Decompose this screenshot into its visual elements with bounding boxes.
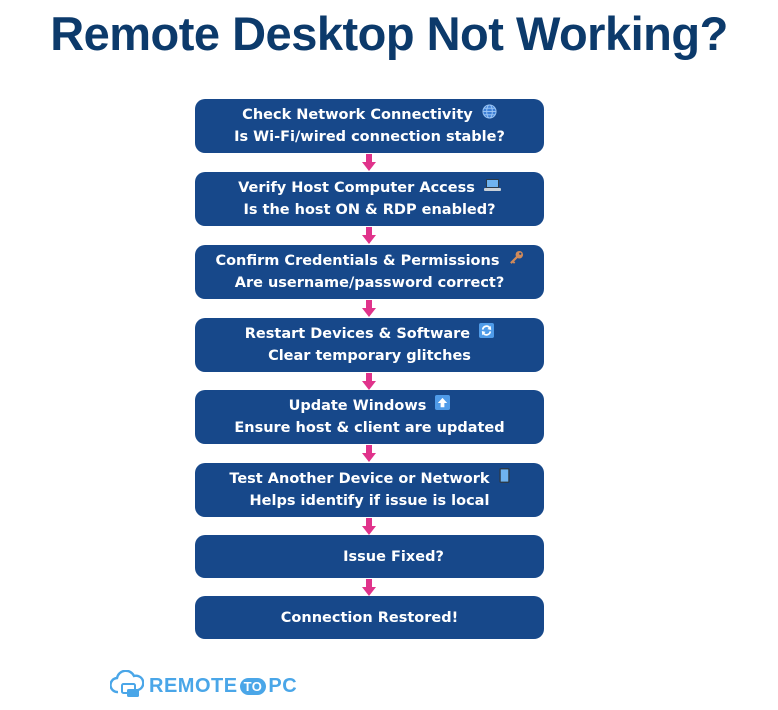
- flow-step-issue-fixed: Issue Fixed?: [195, 535, 544, 578]
- cloud-monitor-icon: [109, 669, 145, 702]
- step-title: Check Network Connectivity: [242, 107, 473, 123]
- step-title: Verify Host Computer Access: [238, 180, 475, 196]
- key-icon: [509, 250, 524, 272]
- arrow-down-icon: [362, 373, 376, 390]
- step-description: Are username/password correct?: [234, 275, 505, 291]
- step-description: Helps identify if issue is local: [249, 493, 490, 509]
- globe-icon: [482, 104, 497, 126]
- step-title: Restart Devices & Software: [244, 326, 471, 342]
- logo-text-to: TO: [239, 677, 267, 695]
- up-arrow-icon: [435, 395, 451, 417]
- step-title: Confirm Credentials & Permissions: [215, 253, 500, 269]
- step-description: Is Wi-Fi/wired connection stable?: [234, 129, 505, 145]
- remotetopc-logo: REMOTE TO PC: [109, 669, 298, 702]
- step-description: Ensure host & client are updated: [234, 420, 505, 436]
- step-description: Is the host ON & RDP enabled?: [243, 202, 496, 218]
- flow-step-connection-restored: Connection Restored!: [195, 596, 544, 639]
- step-title: Update Windows: [288, 398, 427, 414]
- laptop-icon: [483, 177, 501, 199]
- flow-step-update-windows: Update Windows Ensure host & client are …: [195, 390, 544, 444]
- arrow-down-icon: [362, 445, 376, 462]
- flow-step-verify-host: Verify Host Computer Access Is the host …: [195, 172, 544, 226]
- step-title: Issue Fixed?: [343, 548, 444, 565]
- arrow-down-icon: [362, 154, 376, 171]
- page-title: Remote Desktop Not Working?: [50, 7, 728, 60]
- step-title: Connection Restored!: [280, 609, 459, 626]
- flow-step-check-network: Check Network Connectivity Is Wi-Fi/wire…: [195, 99, 544, 153]
- logo-text-pc: PC: [268, 674, 298, 697]
- refresh-icon: [479, 323, 495, 345]
- flow-step-restart: Restart Devices & Software Clear tempora…: [195, 318, 544, 372]
- arrow-down-icon: [362, 300, 376, 317]
- logo-text-remote: REMOTE: [149, 674, 238, 697]
- flow-step-credentials: Confirm Credentials & Permissions Are us…: [195, 245, 544, 299]
- flow-step-test-another-device: Test Another Device or Network Helps ide…: [195, 463, 544, 517]
- arrow-down-icon: [362, 518, 376, 535]
- step-description: Clear temporary glitches: [268, 348, 471, 364]
- arrow-down-icon: [362, 227, 376, 244]
- mobile-phone-icon: [498, 468, 510, 490]
- step-title: Test Another Device or Network: [229, 471, 490, 487]
- arrow-down-icon: [362, 579, 376, 596]
